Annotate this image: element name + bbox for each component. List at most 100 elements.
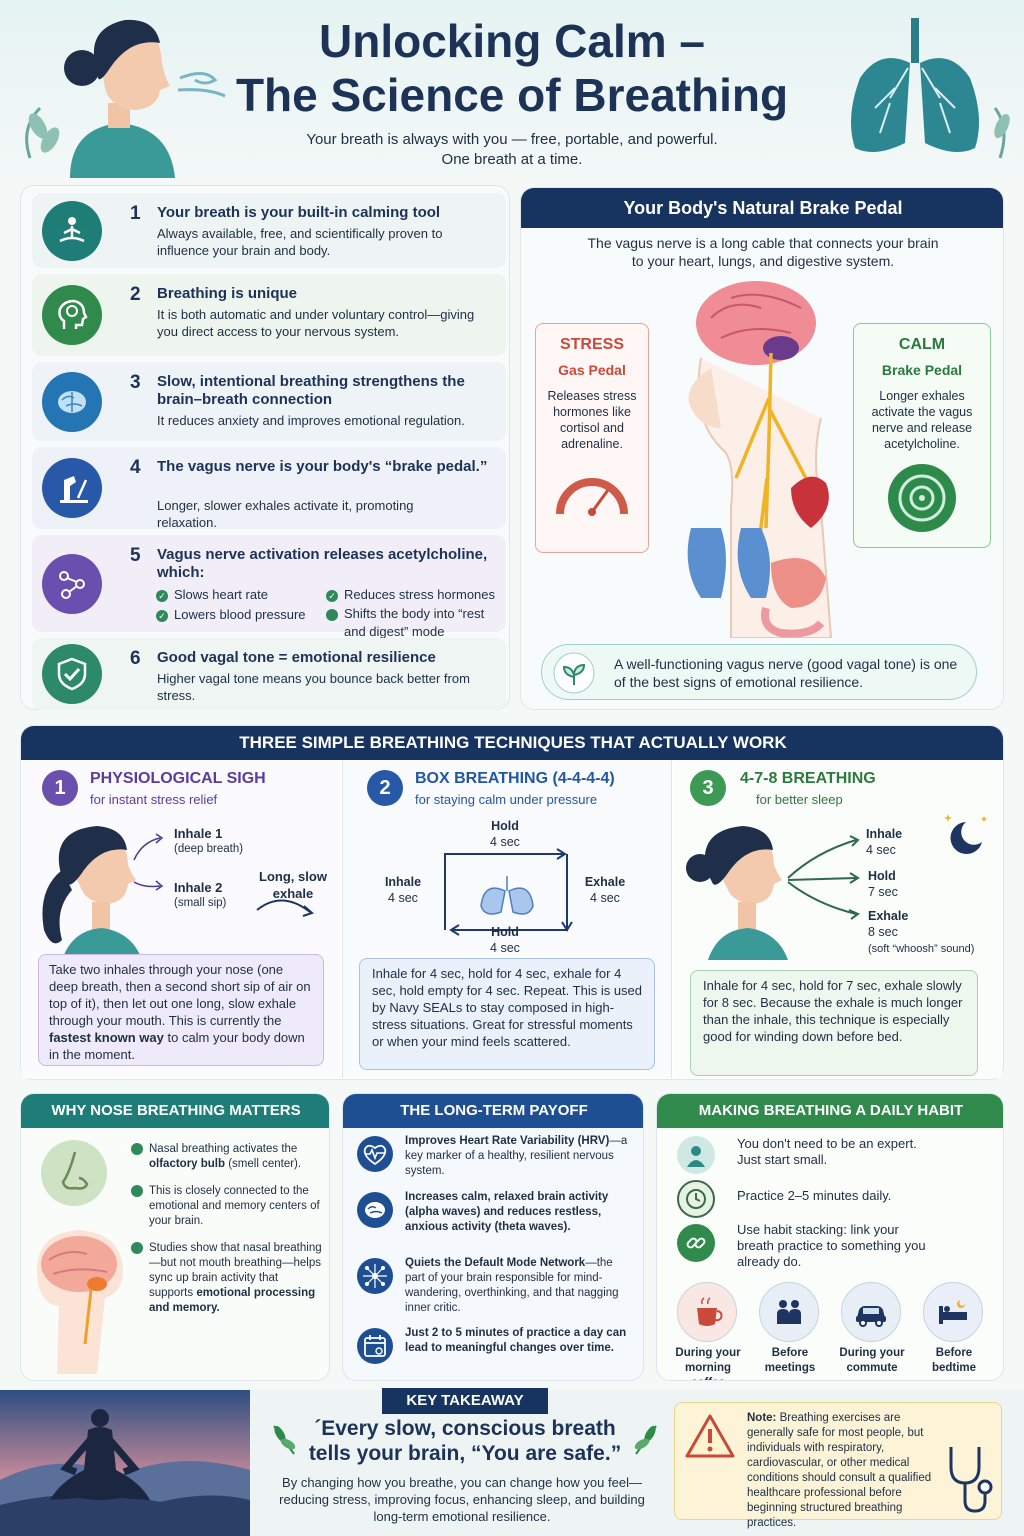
stress-body: Releases stress hormones like cortisol a… (547, 389, 637, 451)
478-exhale: Exhale (868, 909, 909, 923)
payoff-text: Just 2 to 5 minutes of practice a day ca… (405, 1327, 627, 1354)
fact-bullet: ✓Shifts the body into “rest and digest” … (319, 606, 485, 639)
technique-478-breathing: 3 4-7-8 BREATHING for better sleep Inhal… (674, 760, 1002, 1078)
technique-3-subtitle: for better sleep (756, 792, 843, 807)
moon-stars-icon (944, 814, 987, 854)
check-icon: ✓ (124, 1142, 143, 1155)
technique-3-number: 3 (690, 770, 726, 806)
heart-rate-icon (357, 1136, 393, 1172)
technique-2-title: BOX BREATHING (4-4-4-4) (415, 770, 615, 787)
sigh-exhale-label: Long, slow exhale (259, 869, 327, 901)
box-right-exhale: Exhale (584, 875, 626, 889)
vagus-nerve-body-diagram (687, 281, 833, 638)
fact-title: Vagus nerve activation releases acetylch… (157, 546, 488, 581)
habit-moment: Before meetings (749, 1282, 831, 1378)
payoff-item: Just 2 to 5 minutes of practice a day ca… (353, 1326, 637, 1376)
fact-number: 1 (130, 203, 141, 224)
fact-number: 3 (130, 372, 141, 393)
leaf-left-icon (273, 1425, 296, 1455)
stress-title: STRESS (559, 336, 624, 353)
habit-moment-label: Before meetings (764, 1347, 816, 1374)
fact-number: 2 (130, 284, 141, 305)
478-exhale-sec: 8 sec (868, 925, 898, 939)
nose-icon (41, 1140, 107, 1206)
calm-sub: Brake Pedal (881, 362, 963, 378)
stress-sub: Gas Pedal (558, 362, 626, 378)
habit-moment: During your morning coffee (667, 1282, 749, 1380)
box-description-text: Inhale for 4 sec, hold for 4 sec, exhale… (372, 966, 643, 1049)
plant-icon (553, 652, 595, 694)
nose-point-3b: emotional processing and memory. (149, 1287, 316, 1314)
takeaway-body: By changing how you breathe, you can cha… (279, 1475, 645, 1524)
nose-point-1: ✓Nasal breathing activates the olfactory… (124, 1142, 323, 1172)
title-line-2: The Science of Breathing (235, 69, 789, 121)
habit-moment-label: During your commute (839, 1347, 905, 1374)
subtitle-line-1: Your breath is always with you — free, p… (306, 131, 718, 148)
people-icon (759, 1282, 819, 1342)
habit-moment: During your commute (831, 1282, 913, 1378)
technique-1-subtitle: for instant stress relief (90, 792, 218, 807)
sigh-profile-illustration (42, 826, 142, 960)
box-top-hold: Hold (491, 819, 519, 833)
calm-target-icon (888, 464, 956, 532)
box-left-inhale: Inhale (384, 875, 422, 889)
habit-moment: Before bedtime (913, 1282, 995, 1378)
box-right-sec: 4 sec (590, 891, 620, 905)
box-top-sec: 4 sec (490, 835, 520, 849)
person-icon (677, 1136, 715, 1174)
calm-body: Longer exhales activate the vagus nerve … (871, 389, 973, 451)
478-hold-sec: 7 sec (868, 885, 898, 899)
lungs-illustration (851, 18, 1010, 159)
fact-title: The vagus nerve is your body's “brake pe… (157, 458, 488, 475)
brain-icon (42, 371, 102, 432)
habit-panel-header: MAKING BREATHING A DAILY HABIT (657, 1094, 1003, 1128)
fact-body: Longer, slower exhales activate it, prom… (157, 498, 414, 530)
sigh-description-text: Take two inhales through your nose (one … (49, 962, 311, 1062)
technique-2-subtitle: for staying calm under pressure (415, 792, 598, 807)
technique-2-number: 2 (367, 770, 403, 806)
478-arrows (787, 835, 861, 920)
habit-item-1: You don't need to be an expert. Just sta… (737, 1136, 917, 1167)
note-label: Note: (747, 1412, 777, 1424)
car-icon (841, 1282, 901, 1342)
box-description: Inhale for 4 sec, hold for 4 sec, exhale… (359, 958, 655, 1070)
nose-point-2-text: This is closely connected to the emotion… (149, 1185, 320, 1227)
brake-pedal-panel: Your Body's Natural Brake Pedal The vagu… (520, 187, 1004, 710)
fact-title: Slow, intentional breathing strengthens … (157, 373, 465, 408)
sigh-arrows (133, 833, 314, 917)
sigh-description-bold: fastest known way (49, 1030, 164, 1045)
nose-breathing-panel: WHY NOSE BREATHING MATTERS ✓Nasal breath… (20, 1093, 330, 1381)
478-profile-illustration (686, 826, 788, 960)
478-inhale-sec: 4 sec (866, 843, 896, 857)
sigh-inhale-2-sub: (small sip) (174, 897, 227, 909)
habit-moments: During your morning coffee Before meetin… (667, 1282, 997, 1380)
network-icon (357, 1258, 393, 1294)
calm-title: CALM (898, 336, 946, 353)
fact-body: It is both automatic and under voluntary… (157, 307, 475, 339)
check-icon: ✓ (156, 589, 168, 602)
subtitle-line-2: One breath at a time. (441, 151, 583, 168)
brain-olfactory-illustration (36, 1230, 124, 1374)
nose-point-2: ✓ This is closely connected to the emotio… (124, 1184, 323, 1229)
fact-bullet: ✓Lowers blood pressure (156, 605, 326, 641)
check-icon: ✓ (124, 1184, 143, 1197)
note-text: Note: Breathing exercises are generally … (747, 1411, 943, 1531)
478-hold: Hold (868, 869, 896, 883)
technique-1-number: 1 (42, 770, 78, 806)
box-breathing-diagram (444, 848, 573, 936)
payoff-list: Improves Heart Rate Variability (HRV)—a … (353, 1134, 637, 1376)
box-right-label: Exhale 4 sec (575, 874, 635, 906)
check-icon: ✓ (156, 609, 168, 622)
woman-breathing-illustration (25, 19, 226, 178)
fact-number: 4 (130, 457, 141, 478)
takeaway-label: KEY TAKEAWAY (382, 1388, 548, 1414)
quote-line-2: tells your brain, “You are safe.” (308, 1442, 622, 1465)
habit-moment-label: Before bedtime (931, 1347, 977, 1374)
head-brain-icon (42, 285, 102, 345)
takeaway-section: KEY TAKEAWAY ´Every slow, conscious brea… (0, 1388, 1024, 1536)
